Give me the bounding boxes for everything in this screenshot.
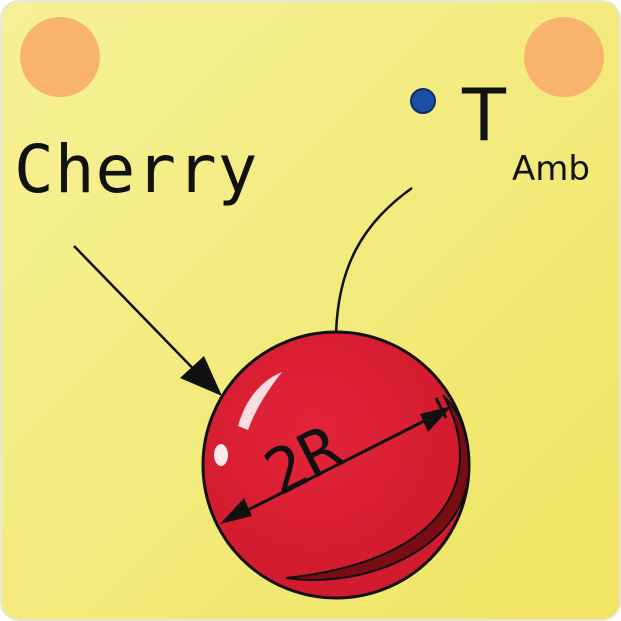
probe-dot <box>410 88 436 114</box>
cherry-highlight-dot <box>214 444 228 466</box>
corner-dot-left <box>20 17 100 97</box>
corner-dot-right <box>524 17 604 97</box>
temp-main-label: T <box>461 73 507 157</box>
cherry-label: Cherry <box>14 131 258 208</box>
temp-sub-label: Amb <box>512 149 590 189</box>
cherry-highlight-top <box>238 372 282 430</box>
diameter-tick-right <box>434 397 448 419</box>
diameter-arrowhead-left <box>220 498 252 524</box>
cherry-stem <box>334 186 413 335</box>
cherry-pointer-arrow <box>73 245 213 389</box>
cherry-pointer-arrowhead <box>180 356 222 396</box>
diameter-arrow <box>235 412 439 518</box>
cherry-shadow <box>285 394 471 581</box>
